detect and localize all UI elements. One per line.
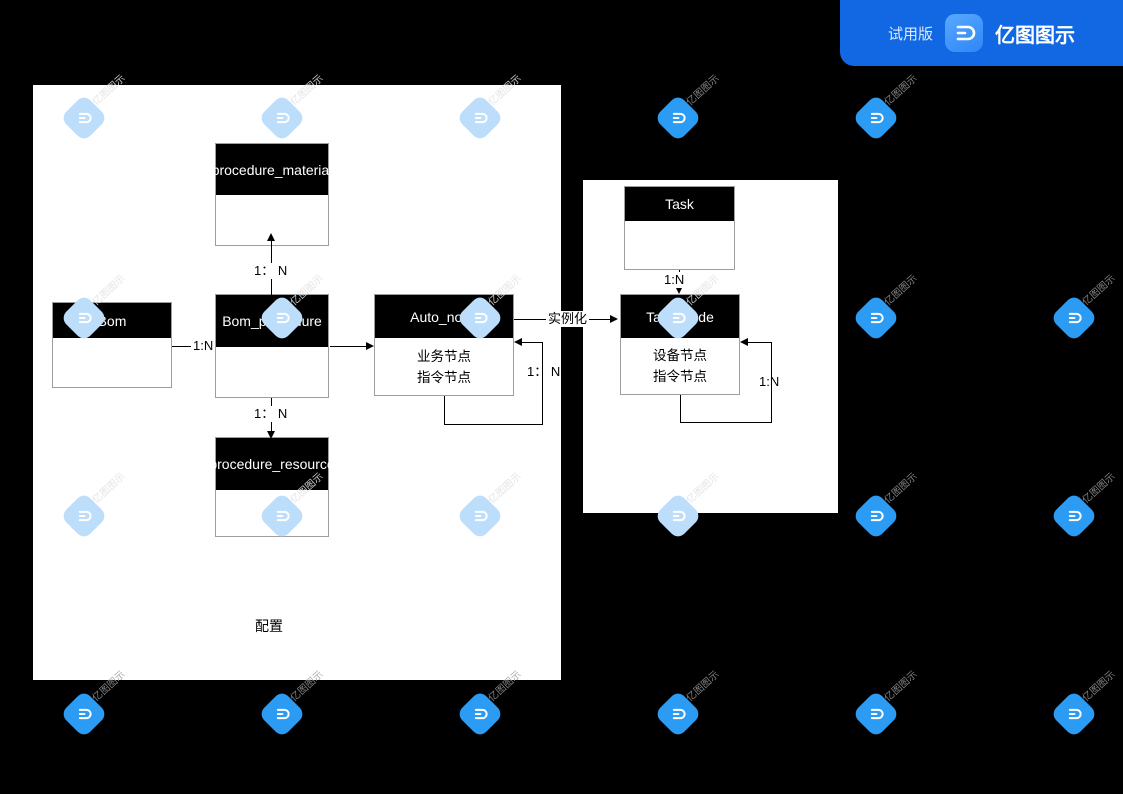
entity-body-auto-node: 业务节点 指令节点 — [375, 338, 513, 395]
edraw-brand-ribbon: 试用版 亿图图示 — [840, 0, 1123, 66]
edraw-watermark-icon — [851, 491, 901, 541]
edge-bom-procedure-to-auto-node — [330, 346, 368, 347]
edge-label-task-node-self: 1:N — [759, 374, 780, 389]
entity-task-node[interactable]: Task_node 设备节点 指令节点 — [620, 294, 740, 395]
edge-auto-node-self-bottom — [444, 424, 543, 425]
edge-auto-node-self-down — [444, 396, 445, 425]
edge-label-bom-bom-procedure: 1:N — [191, 338, 216, 354]
watermark-text: 亿图图示 — [684, 669, 722, 705]
edraw-watermark-icon — [653, 689, 703, 739]
entity-row-task-node-1: 指令节点 — [653, 369, 707, 384]
entity-task[interactable]: Task — [624, 186, 735, 270]
arrow-right-auto-node-icon — [366, 342, 374, 350]
arrow-up-material-icon — [267, 233, 275, 241]
entity-row-auto-node-0: 业务节点 — [417, 348, 471, 364]
arrow-left-task-node-self-icon — [740, 338, 748, 346]
edraw-watermark-icon — [1049, 491, 1099, 541]
trial-label: 试用版 — [887, 24, 933, 43]
edraw-logo-icon — [945, 14, 983, 52]
edge-label-auto-node-self: 1： N — [527, 364, 561, 379]
entity-body-bom — [53, 338, 171, 387]
watermark-text: 亿图图示 — [1080, 273, 1118, 309]
entity-title-bom-procedure: Bom_procedure — [216, 295, 328, 347]
watermark-text: 亿图图示 — [882, 273, 920, 309]
edge-task-node-self-right — [771, 342, 772, 423]
entity-body-procedure-resource — [216, 490, 328, 536]
arrow-left-auto-node-self-icon — [514, 338, 522, 346]
watermark-text: 亿图图示 — [882, 471, 920, 507]
watermark-2-5: 亿图图示 — [1049, 471, 1118, 545]
watermark-text: 亿图图示 — [1080, 669, 1118, 705]
watermark-text: 亿图图示 — [1080, 471, 1118, 507]
arrow-right-task-node-icon — [610, 315, 618, 323]
watermark-text: 亿图图示 — [882, 669, 920, 705]
edge-task-node-self-bottom — [680, 422, 772, 423]
entity-row-task-node-0: 设备节点 — [653, 348, 707, 363]
watermark-3-1: 亿图图示 — [257, 669, 326, 743]
edraw-watermark-icon — [257, 689, 307, 739]
entity-title-task-node: Task_node — [621, 295, 739, 338]
entity-title-auto-node: Auto_node — [375, 295, 513, 338]
edge-label-instantiate: 实例化 — [546, 311, 590, 327]
watermark-1-4: 亿图图示 — [851, 273, 920, 347]
edraw-watermark-icon — [851, 689, 901, 739]
edraw-watermark-icon — [851, 293, 901, 343]
edge-task-node-self-down — [680, 395, 681, 423]
edge-task-node-self-top — [748, 342, 772, 343]
edge-auto-node-self-top — [521, 342, 543, 343]
entity-bom[interactable]: Bom — [52, 302, 172, 388]
watermark-3-5: 亿图图示 — [1049, 669, 1118, 743]
edraw-watermark-icon — [851, 93, 901, 143]
edraw-watermark-icon — [455, 689, 505, 739]
arrow-down-resource-icon — [267, 431, 275, 439]
entity-procedure-material[interactable]: procedure_material — [212, 143, 332, 246]
edge-label-resource: 1： N — [252, 406, 290, 422]
arrow-down-task-node-icon — [675, 286, 683, 294]
edraw-watermark-icon — [1049, 689, 1099, 739]
watermark-3-4: 亿图图示 — [851, 669, 920, 743]
entity-body-task — [625, 221, 734, 269]
entity-title-procedure-resource: procedure_resource — [209, 438, 335, 490]
watermark-1-5: 亿图图示 — [1049, 273, 1118, 347]
entity-row-auto-node-1: 指令节点 — [417, 369, 471, 385]
watermark-text: 亿图图示 — [882, 73, 920, 109]
watermark-0-4: 亿图图示 — [851, 73, 920, 147]
watermark-text: 亿图图示 — [684, 73, 722, 109]
edge-label-task-task-node: 1:N — [662, 272, 687, 288]
edraw-watermark-icon — [59, 689, 109, 739]
watermark-3-0: 亿图图示 — [59, 669, 128, 743]
entity-body-task-node: 设备节点 指令节点 — [621, 338, 739, 394]
edge-label-material: 1： N — [252, 263, 290, 279]
entity-procedure-resource[interactable]: procedure_resource — [209, 437, 335, 537]
watermark-3-2: 亿图图示 — [455, 669, 524, 743]
edraw-watermark-icon — [1049, 293, 1099, 343]
watermark-0-3: 亿图图示 — [653, 73, 722, 147]
edge-auto-node-self-right — [542, 342, 543, 425]
entity-title-task: Task — [625, 187, 734, 221]
entity-title-bom: Bom — [53, 303, 171, 338]
watermark-3-3: 亿图图示 — [653, 669, 722, 743]
product-name: 亿图图示 — [995, 22, 1075, 47]
configuration-note: 配置 — [255, 618, 283, 634]
entity-auto-node[interactable]: Auto_node 业务节点 指令节点 — [374, 294, 514, 396]
entity-body-bom-procedure — [216, 347, 328, 397]
entity-title-procedure-material: procedure_material — [212, 144, 332, 195]
entity-bom-procedure[interactable]: Bom_procedure — [215, 294, 329, 398]
edraw-watermark-icon — [653, 93, 703, 143]
watermark-2-4: 亿图图示 — [851, 471, 920, 545]
